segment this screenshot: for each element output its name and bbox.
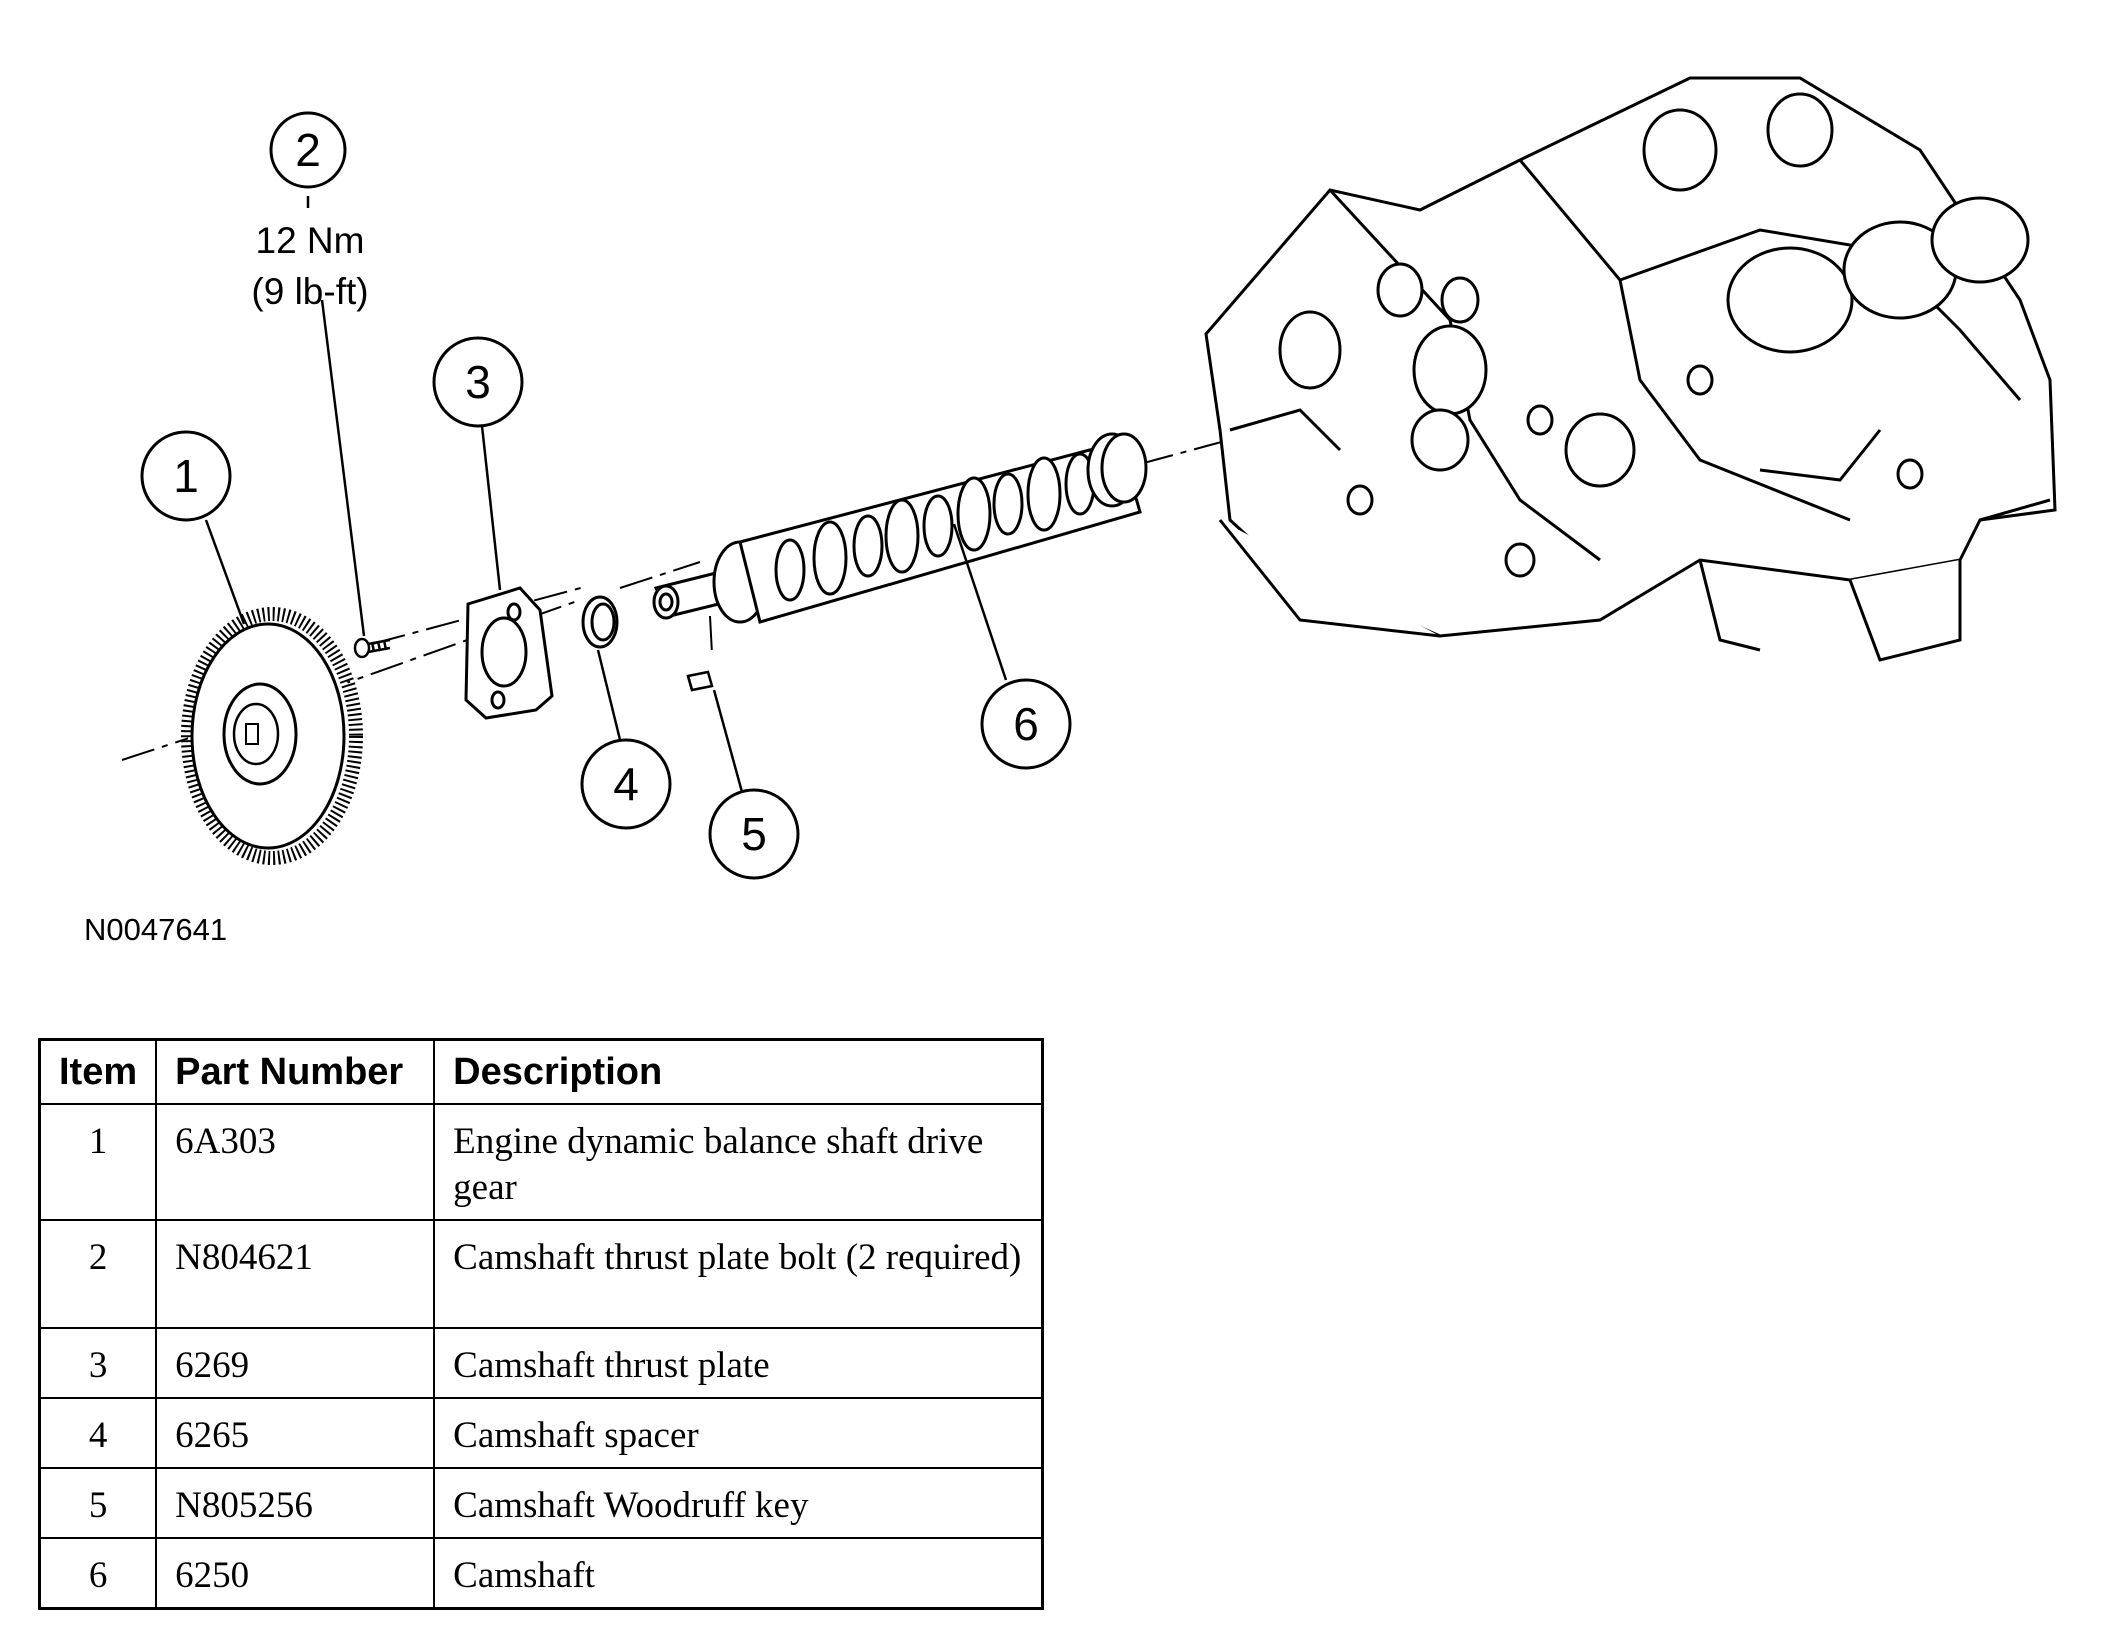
svg-text:1: 1 <box>173 450 199 502</box>
table-row: 1 6A303 Engine dynamic balance shaft dri… <box>38 1103 1044 1221</box>
cell-item: 5 <box>38 1467 158 1539</box>
cell-part-number: N804621 <box>155 1219 436 1329</box>
torque-imperial: (9 lb-ft) <box>251 271 368 312</box>
cell-description: Camshaft thrust plate <box>433 1327 1044 1399</box>
cell-part-number: 6250 <box>155 1537 436 1610</box>
camshaft-spacer-drawing <box>581 595 619 649</box>
engine-block-drawing <box>1204 76 2057 662</box>
svg-text:3: 3 <box>465 356 491 408</box>
exploded-view-diagram: 1 2 3 4 5 6 12 Nm (9 lb-ft) <box>121 76 2057 880</box>
cell-description: Camshaft thrust plate bolt (2 required) <box>433 1219 1044 1329</box>
cell-description: Camshaft Woodruff key <box>433 1467 1044 1539</box>
table-row: 6 6250 Camshaft <box>38 1537 1044 1610</box>
woodruff-key-drawing <box>686 670 714 692</box>
figure-id: N0047641 <box>84 912 228 947</box>
svg-text:2: 2 <box>295 124 321 176</box>
table-row: 3 6269 Camshaft thrust plate <box>38 1327 1044 1399</box>
callout-1: 1 <box>140 430 232 522</box>
torque-metric: 12 Nm <box>256 220 365 261</box>
camshaft-drawing <box>652 432 1148 624</box>
cell-description: Camshaft spacer <box>433 1397 1044 1469</box>
cell-item: 3 <box>38 1327 158 1399</box>
cell-item: 4 <box>38 1397 158 1469</box>
svg-text:4: 4 <box>613 758 639 810</box>
header-part-number: Part Number <box>155 1038 436 1105</box>
cell-part-number: 6265 <box>155 1397 436 1469</box>
table-row: 2 N804621 Camshaft thrust plate bolt (2 … <box>38 1219 1044 1329</box>
cell-item: 2 <box>38 1219 158 1329</box>
thrust-plate-drawing <box>464 586 554 720</box>
cell-part-number: 6A303 <box>155 1103 436 1221</box>
cell-item: 1 <box>38 1103 158 1221</box>
cell-part-number: N805256 <box>155 1467 436 1539</box>
callout-4: 4 <box>580 738 672 830</box>
cell-description: Camshaft <box>433 1537 1044 1610</box>
thrust-plate-bolt-drawing <box>353 637 391 659</box>
callout-3: 3 <box>432 336 524 428</box>
header-item: Item <box>38 1038 158 1105</box>
callout-2: 2 <box>269 111 347 189</box>
cell-description: Engine dynamic balance shaft drive gear <box>433 1103 1044 1221</box>
table-header-row: Item Part Number Description <box>38 1038 1044 1105</box>
cell-part-number: 6269 <box>155 1327 436 1399</box>
svg-text:6: 6 <box>1013 698 1039 750</box>
leader-lines <box>204 196 1008 793</box>
callout-6: 6 <box>980 678 1072 770</box>
cell-item: 6 <box>38 1537 158 1610</box>
header-description: Description <box>433 1038 1044 1105</box>
drive-gear-drawing <box>181 607 363 865</box>
table-row: 4 6265 Camshaft spacer <box>38 1397 1044 1469</box>
table-row: 5 N805256 Camshaft Woodruff key <box>38 1467 1044 1539</box>
parts-table: Item Part Number Description 1 6A303 Eng… <box>38 1038 1044 1610</box>
callout-5: 5 <box>708 788 800 880</box>
svg-text:5: 5 <box>741 808 767 860</box>
